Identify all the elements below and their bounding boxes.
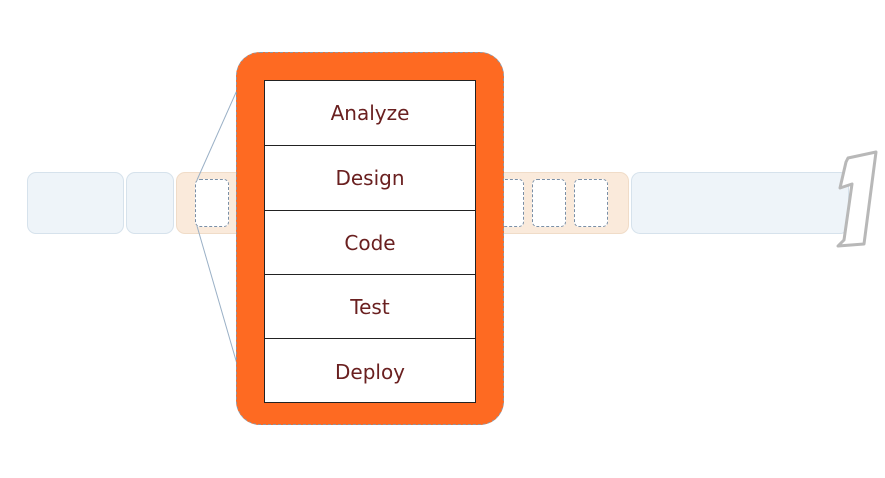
phase-label: Analyze [330,101,410,125]
phase-analyze: Analyze [265,81,475,146]
phase-label: Code [344,230,396,255]
sprint-slot [532,179,566,227]
number-one-outline-icon [836,150,878,248]
phase-deploy: Deploy [265,339,475,404]
phase-label: Deploy [334,359,406,384]
phase-label: Design [335,166,405,190]
phase-label: Test [350,294,390,319]
timeline-block-left [27,172,124,234]
phase-test: Test [265,275,475,339]
sprint-slot [195,179,229,227]
timeline-block-right [631,172,849,234]
phase-code: Code [265,211,475,275]
phase-design: Design [265,146,475,211]
timeline-block-small [126,172,174,234]
phase-stack: Analyze Design Code Test Deploy [264,80,476,403]
sprint-slot [574,179,608,227]
